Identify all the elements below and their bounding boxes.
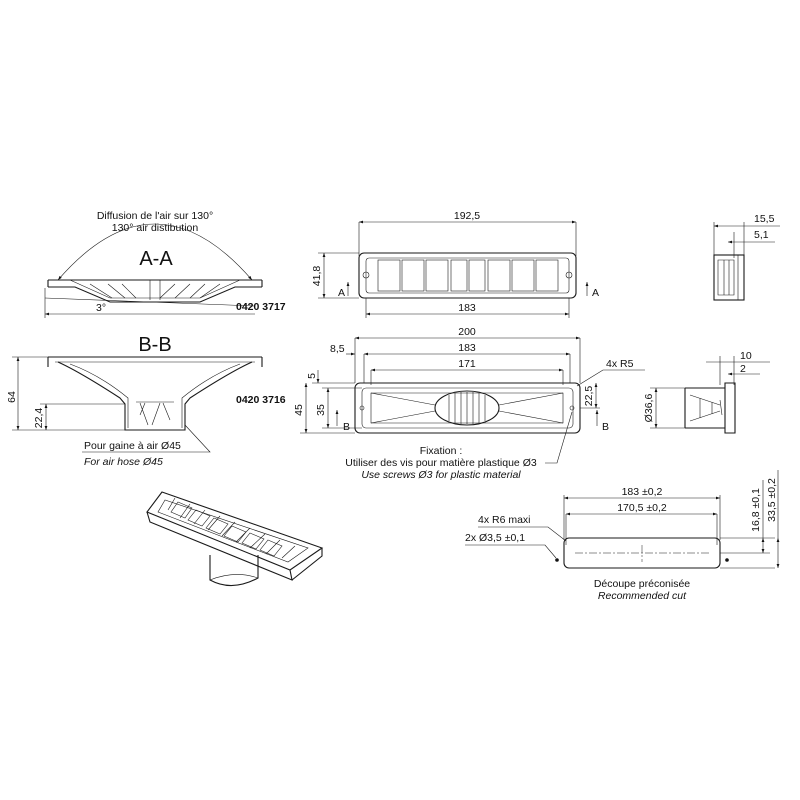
- top-frame: [358, 252, 577, 299]
- aa-section-title: A-A: [139, 248, 173, 270]
- front-edge: 5: [306, 373, 318, 379]
- cut-height: 33,5 ±0,2: [766, 478, 778, 522]
- cut-width: 183 ±0,2: [622, 486, 663, 498]
- cut-label-fr: Découpe préconisée: [594, 578, 690, 590]
- top-view: 192,5 41,8 A A 183: [311, 210, 599, 318]
- front-offset: 8,5: [330, 343, 345, 355]
- bb-collar-height: 22,4: [33, 408, 45, 429]
- bb-section-title: B-B: [138, 334, 171, 356]
- aa-diffusion-arc: [57, 223, 253, 281]
- cut-hole-spacing: 170,5 ±0,2: [617, 502, 667, 514]
- cut-label-en: Recommended cut: [598, 590, 687, 602]
- cut-half-height: 16,8 ±0,1: [750, 488, 762, 532]
- aa-note-en: 130° air distibution: [112, 222, 199, 234]
- cut-radius: 4x R6 maxi: [478, 514, 531, 526]
- section-aa: Diffusion de l'air sur 130° 130° air dis…: [44, 210, 286, 318]
- cut-hole-right: [725, 558, 729, 562]
- side-b-diameter: Ø36,6: [643, 394, 655, 423]
- bb-reference: 0420 3716: [236, 394, 286, 406]
- front-width-inner: 171: [458, 358, 476, 370]
- side-a-flange: 5,1: [754, 229, 769, 241]
- bb-housing-profile: [47, 356, 263, 431]
- front-view: 200 183 8,5 171 5 45 35: [293, 326, 645, 481]
- front-width-overall: 200: [458, 326, 476, 338]
- front-height-inner: 35: [315, 404, 327, 416]
- top-width-inner: 183: [458, 302, 476, 314]
- cut-hole-left: [555, 558, 559, 562]
- aa-reference: 0420 3717: [236, 301, 286, 313]
- bb-hose-fr: Pour gaine à air Ø45: [84, 440, 181, 452]
- front-section-mark-right: B: [602, 421, 609, 433]
- side-a-body: [713, 254, 745, 301]
- recommended-cut: 183 ±0,2 170,5 ±0,2 4x R6 maxi 2x Ø3,5 ±…: [465, 470, 780, 602]
- front-fix-en: Use screws Ø3 for plastic material: [361, 469, 521, 481]
- bb-hose-en: For air hose Ø45: [84, 456, 163, 468]
- front-fix-title: Fixation :: [420, 445, 463, 457]
- front-height-overall: 45: [293, 404, 305, 416]
- top-section-mark-left: A: [338, 287, 345, 299]
- top-width-overall: 192,5: [454, 210, 480, 222]
- side-b-flange-body: [724, 382, 736, 434]
- side-b-depth: 10: [740, 350, 752, 362]
- bb-height: 64: [6, 391, 18, 403]
- section-bb: B-B 64 22,4 Pour gaine à air Ø45 For air…: [6, 334, 286, 468]
- front-section-mark-left: B: [343, 421, 350, 433]
- aa-note-fr: Diffusion de l'air sur 130°: [97, 210, 213, 222]
- isometric-view: [146, 491, 324, 587]
- side-a-depth: 15,5: [754, 213, 775, 225]
- side-b-flange: 2: [740, 363, 746, 375]
- front-air-outlet: [434, 390, 500, 426]
- top-section-mark-right: A: [592, 287, 599, 299]
- side-view-a: 15,5 5,1: [713, 213, 780, 301]
- aa-angle: 3°: [96, 302, 106, 314]
- side-view-b: 10 2 Ø36,6: [643, 350, 770, 434]
- front-fix-fr: Utiliser des vis pour matière plastique …: [345, 457, 537, 469]
- top-louvers: [377, 259, 559, 292]
- aa-grille-profile: [47, 279, 263, 303]
- front-half-height: 22,5: [583, 386, 595, 407]
- top-height: 41,8: [311, 266, 323, 287]
- cut-holes: 2x Ø3,5 ±0,1: [465, 532, 525, 544]
- front-width-mid: 183: [458, 342, 476, 354]
- front-radius: 4x R5: [606, 358, 634, 370]
